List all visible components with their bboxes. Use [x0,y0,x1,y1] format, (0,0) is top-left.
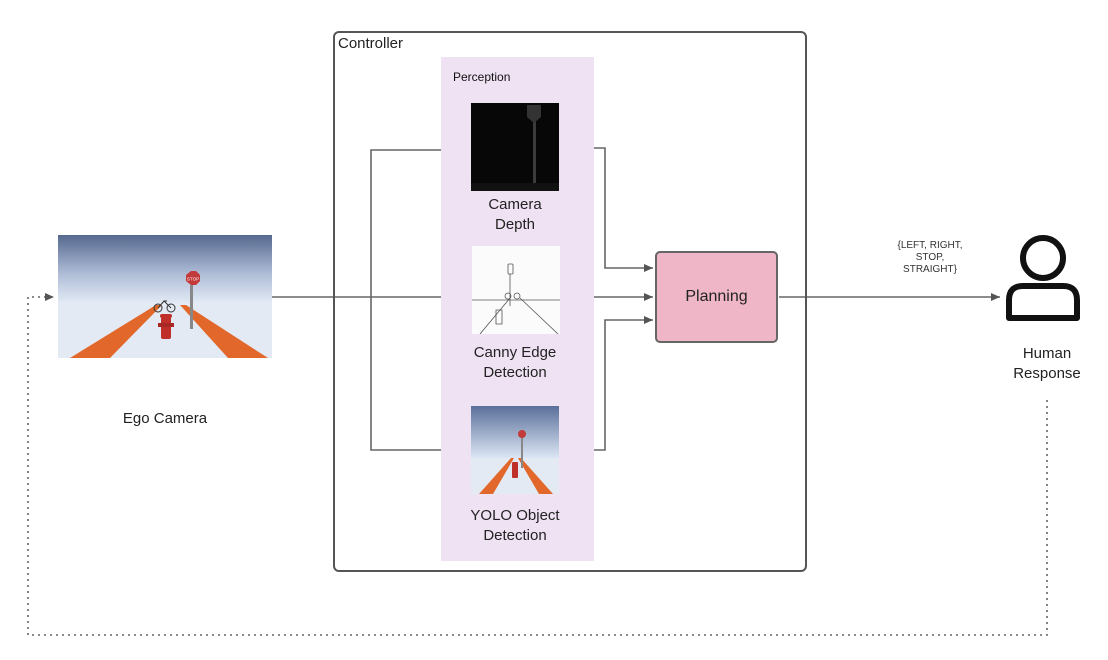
planning-label: Planning [685,288,748,305]
planning-node: Planning [655,251,778,343]
road-stripe-right [180,305,268,358]
camera-depth-label-line-1: Camera [488,196,542,213]
command-line-2: STOP, [915,252,945,263]
canny-edge-label-line-1: Canny Edge [473,344,557,361]
human-label-line-2: Response [1013,365,1081,382]
yolo-detection-label: YOLO Object Detection [451,506,579,546]
controller-container [333,31,807,572]
yolo-label-line-1: YOLO Object [470,507,560,524]
canny-edge-label-line-2: Detection [483,364,547,381]
fork-to-yolo-arrow [370,297,470,454]
ego-camera-image: STOP [58,235,272,358]
stop-sign-text: STOP [187,277,199,282]
command-line-3: STRAIGHT} [903,264,957,275]
command-set-label: {LEFT, RIGHT, STOP, STRAIGHT} [880,240,980,276]
canny-edge-image [472,246,560,334]
stop-sign-icon [186,271,200,285]
fork-to-depth-arrow [370,146,470,297]
user-icon [1006,235,1080,321]
controller-label: Controller [338,35,404,52]
canny-edge-label: Canny Edge Detection [451,343,579,383]
bicycle-icon [153,300,176,313]
camera-depth-label: Camera Depth [457,195,573,235]
yolo-detection-image [471,406,559,494]
hydrant-icon [158,314,174,339]
feedback-loop-dotted-arrow [27,293,1048,636]
perception-label: Perception [453,70,511,84]
human-label-line-1: Human [1022,345,1072,362]
camera-depth-image [471,103,559,191]
command-line-1: {LEFT, RIGHT, [897,240,963,251]
yolo-label-line-2: Detection [483,527,547,544]
human-response-label: Human Response [987,344,1107,384]
camera-depth-label-line-2: Depth [494,216,536,233]
road-stripe-left [70,305,162,358]
ego-camera-label: Ego Camera [122,410,208,427]
